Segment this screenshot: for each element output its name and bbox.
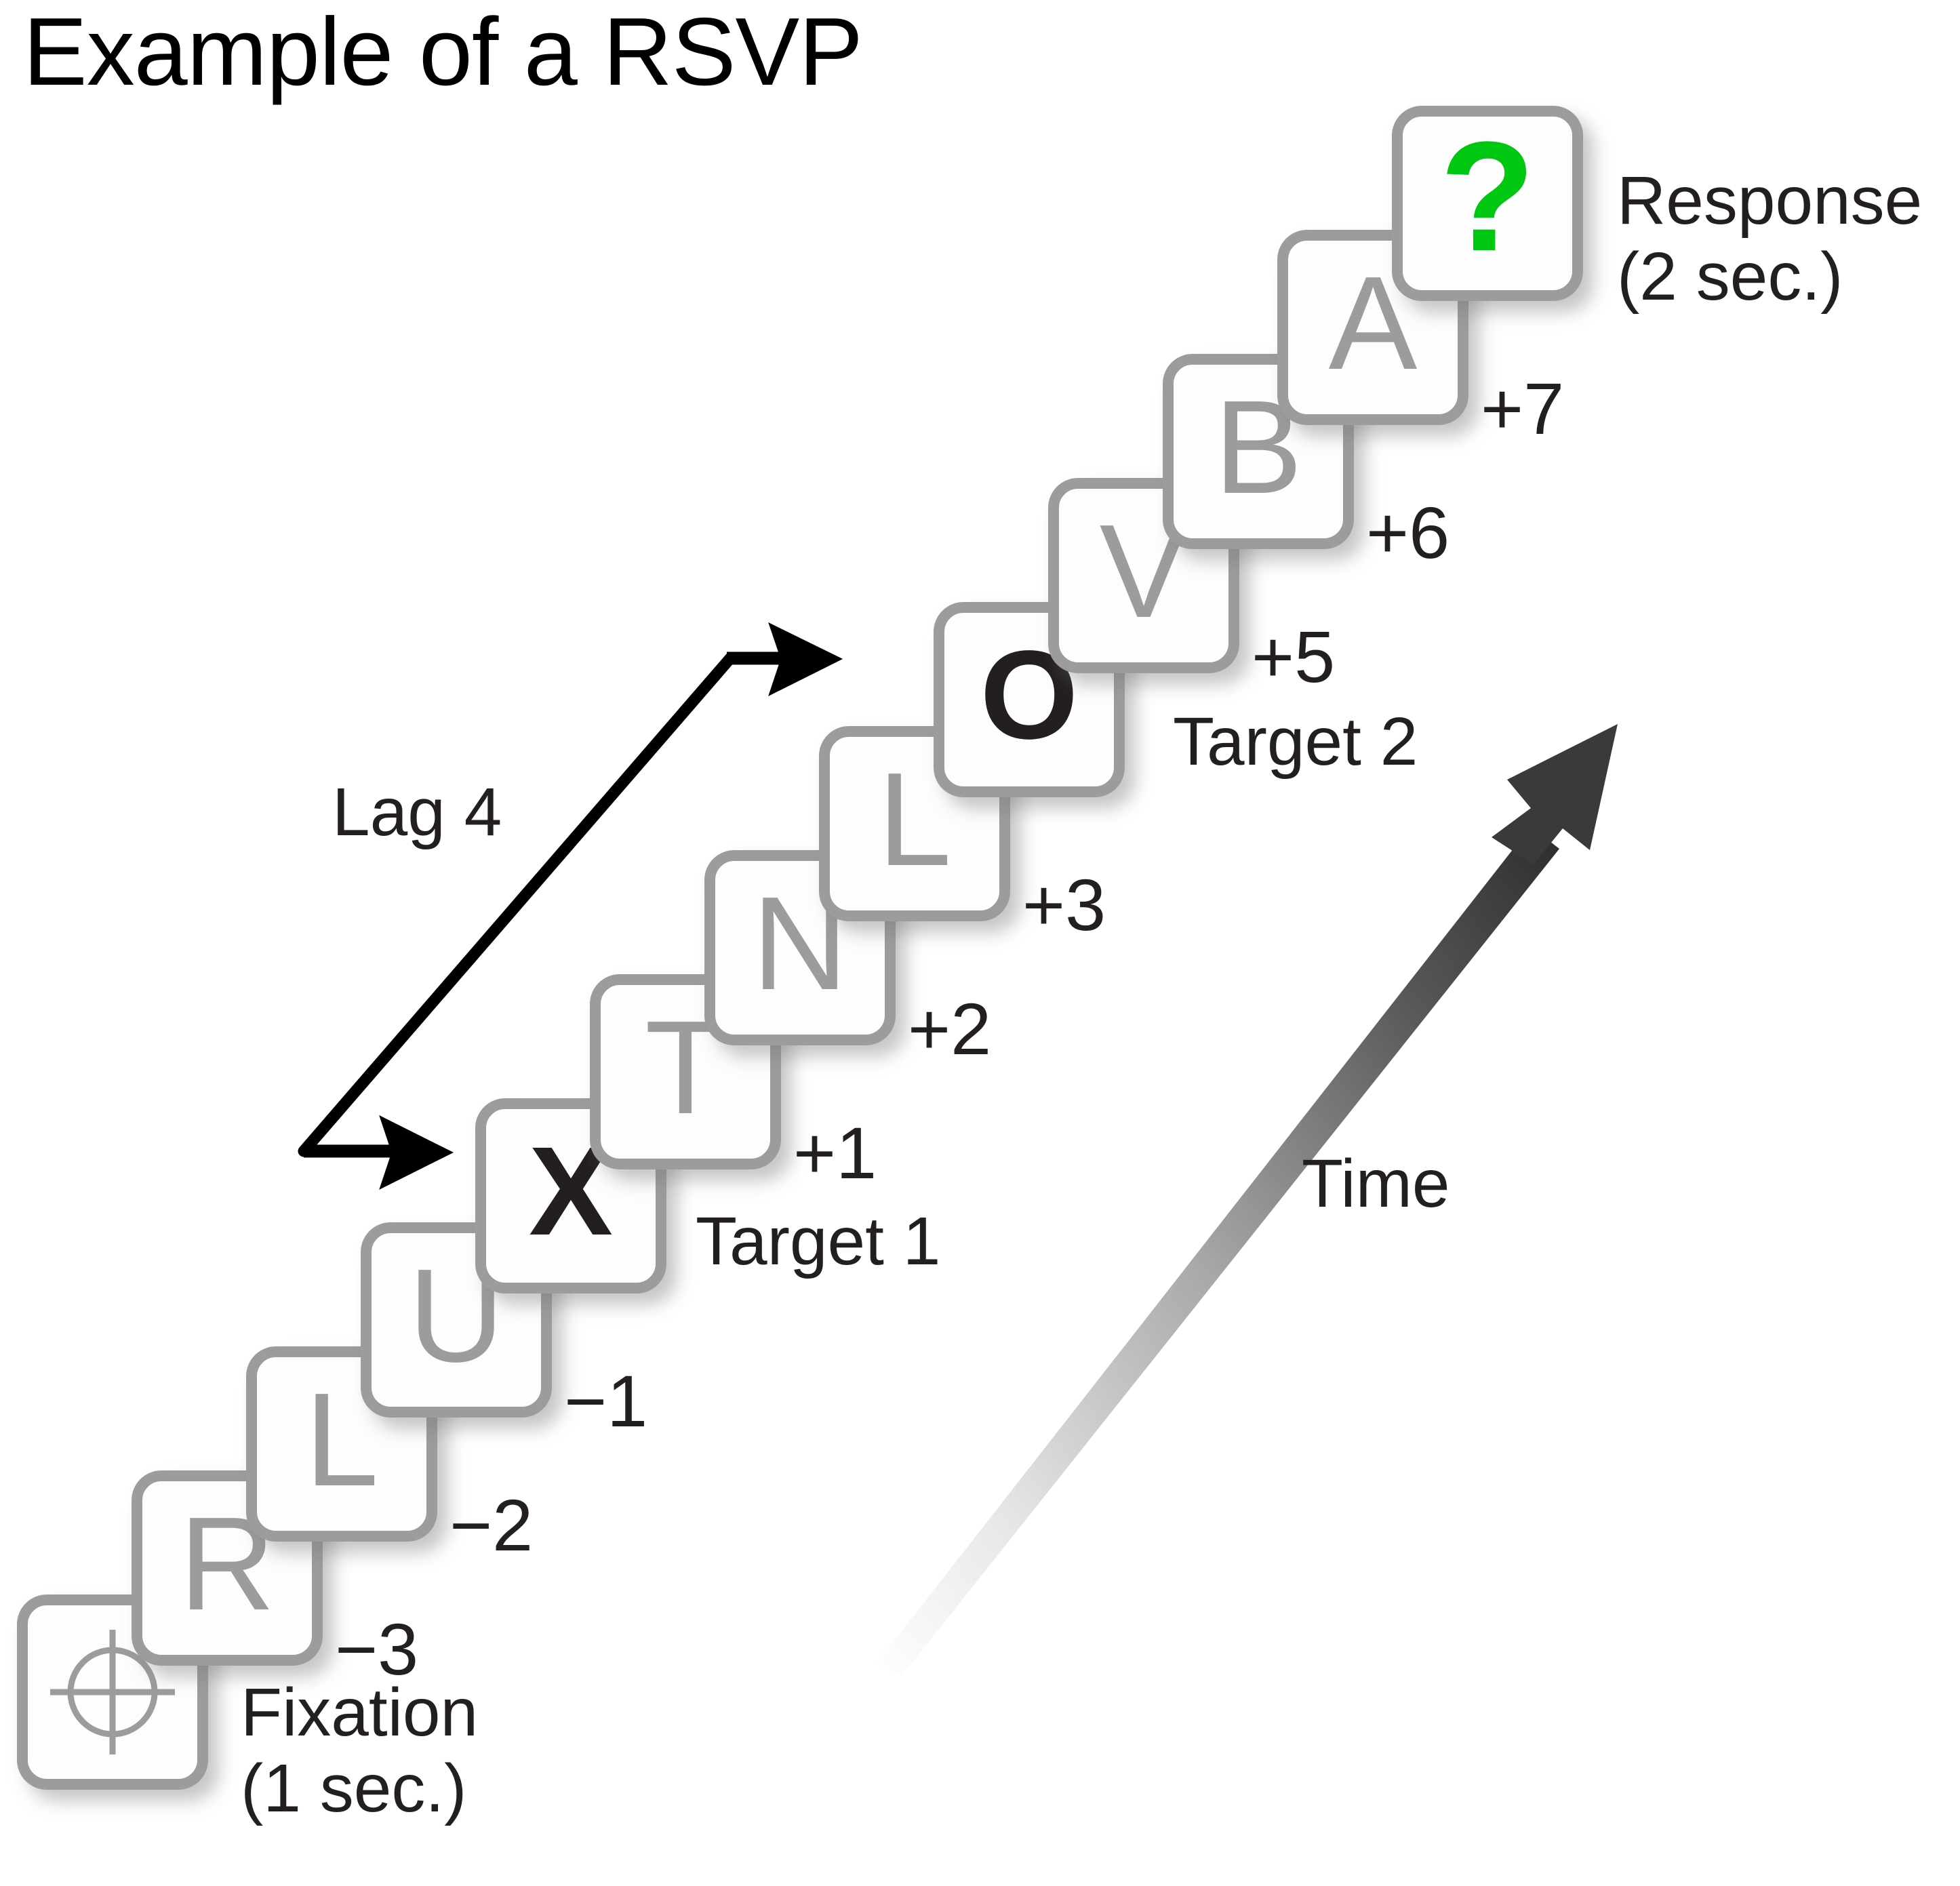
stream-index-label-plus1: +1 xyxy=(793,1112,877,1194)
caption-fixation: Fixation (1 sec.) xyxy=(241,1674,479,1826)
stream-index-label-plus6: +6 xyxy=(1366,491,1450,574)
stream-index-label-plus3: +3 xyxy=(1022,864,1106,946)
stream-index-label-minus3: −3 xyxy=(335,1608,419,1690)
stream-card-target2: O xyxy=(934,602,1125,797)
page-title: Example of a RSVP xyxy=(23,0,863,106)
stream-index-label-plus7: +7 xyxy=(1481,367,1565,449)
caption-target1: Target 1 xyxy=(696,1203,941,1279)
stream-index-label-plus5: +5 xyxy=(1252,616,1336,698)
caption-time: Time xyxy=(1302,1146,1450,1222)
caption-lag: Lag 4 xyxy=(332,774,502,850)
stream-index-label-plus2: +2 xyxy=(908,988,992,1070)
caption-response: Response (2 sec.) xyxy=(1617,163,1923,315)
crosshair-icon xyxy=(50,1630,175,1754)
stream-card-glyph: ? xyxy=(1439,109,1536,283)
stream-card-response: ? xyxy=(1392,106,1583,301)
stream-index-label-minus1: −1 xyxy=(564,1360,648,1442)
caption-target2: Target 2 xyxy=(1173,704,1418,780)
stream-index-label-minus2: −2 xyxy=(449,1484,534,1566)
